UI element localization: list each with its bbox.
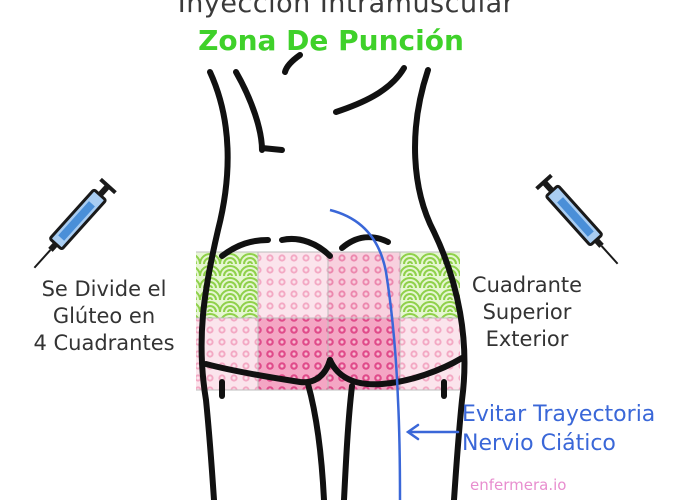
left-annotation: Se Divide el Glúteo en 4 Cuadrantes xyxy=(14,276,194,357)
left-annotation-line: 4 Cuadrantes xyxy=(33,331,175,355)
right-annotation-line: Cuadrante xyxy=(471,273,583,297)
quadrant-tile xyxy=(196,318,258,390)
left-annotation-line: Se Divide el xyxy=(41,277,167,301)
page-title: Inyección Intramuscular xyxy=(177,0,515,19)
right-annotation: Cuadrante Superior Exterior xyxy=(452,272,602,353)
watermark: enfermera.io xyxy=(470,476,567,494)
right-annotation-line: Superior xyxy=(482,300,572,324)
quadrant-tile xyxy=(258,252,328,318)
quadrant-tile xyxy=(328,318,400,390)
syringe-icon xyxy=(33,177,117,269)
body-outline xyxy=(198,52,468,500)
right-annotation-line: Exterior xyxy=(485,327,569,351)
warning-line: Evitar Trayectoria xyxy=(462,402,656,427)
sciatic-nerve-path xyxy=(329,208,402,500)
arrow-left-icon xyxy=(405,423,460,441)
page-subtitle: Zona De Punción xyxy=(198,24,464,57)
syringe-icon xyxy=(535,173,619,265)
left-annotation-line: Glúteo en xyxy=(52,304,156,328)
warning-line: Nervio Ciático xyxy=(462,431,616,456)
sciatic-warning: Evitar Trayectoria Nervio Ciático xyxy=(462,400,692,458)
